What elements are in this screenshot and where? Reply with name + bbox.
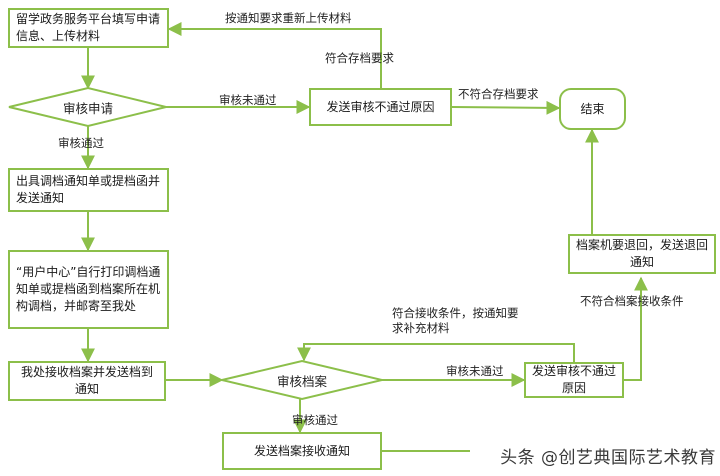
label-meets-requirement: 符合存档要求 (325, 51, 394, 65)
label-not-meet-requirement: 不符合存档要求 (458, 87, 539, 101)
diamond-review-application (8, 86, 167, 128)
label-supplement: 符合接收条件，按通知要求补充材料 (392, 306, 519, 335)
label-review-failed-1: 审核未通过 (219, 93, 277, 107)
edge-reupload (167, 22, 382, 88)
node-send-accept-notice: 发送档案接收通知 (222, 432, 382, 470)
edge-supplement (297, 343, 575, 362)
node-submit-online-text: 留学政务服务平台填写申请信息、上传材料 (16, 12, 161, 43)
node-end-text: 结束 (580, 101, 605, 116)
node-send-accept-notice-text: 发送档案接收通知 (253, 443, 350, 458)
node-archive-return: 档案机要退回，发送退回通知 (568, 234, 716, 274)
label-review-passed-1: 审核通过 (58, 136, 104, 150)
edge-reject1-to-end (451, 100, 561, 115)
node-user-center-print-text: “用户中心”自行打印调档通知单或提档函到档案所在机构调档，并邮寄至我处 (16, 265, 161, 313)
label-review-failed-2: 审核未通过 (446, 364, 504, 378)
node-receive-archive: 我处接收档案并发送档到通知 (8, 361, 166, 401)
edge-reject2-to-return (624, 276, 648, 381)
node-review-application-text: 审核申请 (62, 100, 113, 116)
watermark: 头条 @创艺典国际艺术教育 (500, 447, 716, 468)
node-receive-archive-text: 我处接收档案并发送档到通知 (20, 365, 153, 396)
node-send-reject-reason-2: 发送审核不通过原因 (524, 362, 624, 398)
node-end: 结束 (559, 88, 626, 130)
node-send-reject-reason-1: 发送审核不通过原因 (309, 88, 452, 126)
node-issue-notice-text: 出具调档通知单或提档函并发送通知 (16, 174, 161, 205)
diamond-review-archive (221, 359, 383, 401)
label-reupload: 按通知要求重新上传材料 (225, 11, 352, 25)
label-review-passed-2: 审核通过 (292, 413, 338, 427)
label-not-meet-accept: 不符合档案接收条件 (580, 294, 684, 308)
node-user-center-print: “用户中心”自行打印调档通知单或提档函到档案所在机构调档，并邮寄至我处 (8, 250, 169, 329)
node-submit-online: 留学政务服务平台填写申请信息、上传材料 (8, 8, 169, 48)
node-issue-notice: 出具调档通知单或提档函并发送通知 (8, 168, 169, 212)
node-send-reject-reason-1-text: 发送审核不通过原因 (326, 99, 435, 114)
node-archive-return-text: 档案机要退回，发送退回通知 (576, 238, 709, 269)
node-review-archive-text: 审核档案 (276, 373, 327, 389)
node-send-reject-reason-2-text: 发送审核不通过原因 (532, 364, 617, 395)
